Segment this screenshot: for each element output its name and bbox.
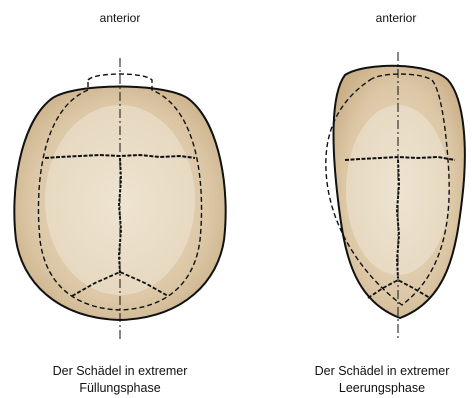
skull-diagram-emptying-phase (280, 40, 474, 350)
right-caption-line1: Der Schädel in extremer (290, 363, 474, 380)
left-anterior-label: anterior (70, 10, 170, 26)
left-caption: Der Schädel in extremer Füllungsphase (20, 363, 220, 397)
skull-diagram-filling-phase (0, 40, 240, 350)
right-anterior-label: anterior (346, 10, 446, 26)
left-caption-line1: Der Schädel in extremer (20, 363, 220, 380)
right-caption: Der Schädel in extremer Leerungsphase (290, 363, 474, 397)
right-caption-line2: Leerungsphase (290, 380, 474, 397)
left-caption-line2: Füllungsphase (20, 380, 220, 397)
